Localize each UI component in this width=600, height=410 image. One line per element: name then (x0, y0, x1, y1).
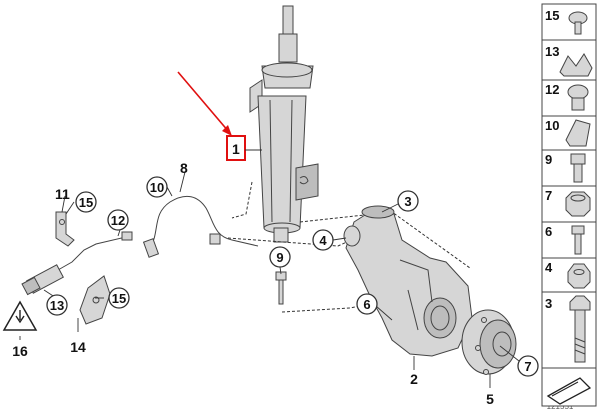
sidebar-item-3[interactable]: 3 (542, 295, 596, 369)
callout-6-label: 6 (363, 297, 370, 312)
callout-1-highlight[interactable] (226, 135, 246, 161)
callout-5-label: 5 (486, 391, 494, 407)
callout-10-label: 10 (150, 180, 164, 195)
wheel-hub (461, 309, 517, 375)
sidebar-item-label: 6 (545, 224, 552, 239)
sidebar-item-15[interactable]: 15 (542, 8, 596, 41)
callout-3-label: 3 (404, 194, 411, 209)
sensor-bolt (275, 271, 287, 305)
sidebar-item-label: 13 (545, 44, 559, 59)
hex-nut-icon (567, 263, 591, 289)
callout-16[interactable]: 16 (12, 343, 28, 359)
long-bolt-icon (569, 295, 591, 363)
guide-line-lower (281, 291, 427, 313)
callout-15-right[interactable]: 15 (108, 287, 130, 309)
sidebar-item-13[interactable]: 13 (542, 44, 596, 81)
callout-3[interactable]: 3 (397, 190, 419, 212)
callout-2-label: 2 (410, 371, 418, 387)
callout-4-label: 4 (319, 233, 327, 248)
callout-16-label: 16 (12, 343, 28, 359)
holder-bracket (79, 275, 111, 325)
callout-2[interactable]: 2 (410, 371, 418, 387)
shock-absorber-strut (249, 5, 319, 243)
sensor-connector (21, 264, 64, 296)
clip-holder-icon (567, 84, 589, 111)
callout-11[interactable]: 11 (55, 186, 70, 202)
callout-14-label: 14 (70, 339, 86, 355)
guide-line-strut (231, 181, 253, 219)
sidebar-item-label: 3 (545, 296, 552, 311)
sidebar-item-12[interactable]: 12 (542, 82, 596, 117)
bracket-clip-icon (565, 119, 591, 147)
callout-8[interactable]: 8 (180, 160, 188, 176)
sidebar-item-label: 10 (545, 118, 559, 133)
callout-5[interactable]: 5 (486, 391, 494, 407)
sidebar-item-label: 7 (545, 188, 552, 203)
callout-15-left-label: 15 (79, 195, 93, 210)
steering-knuckle (343, 205, 473, 357)
mounting-bracket (55, 211, 75, 247)
sidebar-item-9[interactable]: 9 (542, 152, 596, 187)
callout-7-label: 7 (524, 359, 531, 374)
callout-13-label: 13 (50, 298, 64, 313)
callout-15-left[interactable]: 15 (75, 191, 97, 213)
sidebar-item-label: 9 (545, 152, 552, 167)
sidebar-item-label: 12 (545, 82, 559, 97)
callout-15-right-label: 15 (112, 291, 126, 306)
callout-11-label: 11 (55, 186, 70, 202)
callout-6[interactable]: 6 (356, 293, 378, 315)
bolt-icon (571, 225, 585, 255)
sidebar-item-6[interactable]: 6 (542, 224, 596, 259)
sidebar-item-10[interactable]: 10 (542, 118, 596, 151)
callout-4[interactable]: 4 (312, 229, 334, 251)
brake-wear-sensor-cable (57, 195, 259, 271)
callout-13[interactable]: 13 (46, 294, 68, 316)
callout-8-label: 8 (180, 160, 188, 176)
callout-10[interactable]: 10 (146, 176, 168, 198)
callout-7[interactable]: 7 (517, 355, 539, 377)
callout-9-label: 9 (276, 250, 283, 265)
collar-nut-icon (565, 191, 591, 217)
warning-triangle-icon (2, 300, 38, 331)
parts-sidebar: 15 13 12 10 (541, 3, 597, 407)
bolt-cap-icon (568, 11, 588, 35)
callout-12-label: 12 (111, 213, 125, 228)
short-bolt-icon (570, 153, 586, 183)
sidebar-item-label: 4 (545, 260, 553, 275)
red-pointer-arrow (177, 71, 232, 136)
callout-14[interactable]: 14 (70, 339, 86, 355)
callout-1-label: 1 (232, 141, 240, 157)
sidebar-item-label: 15 (545, 8, 559, 23)
guide-line-middle (227, 235, 361, 247)
callout-12[interactable]: 12 (107, 209, 129, 231)
direction-arrow-icon[interactable] (546, 377, 592, 405)
sidebar-item-4[interactable]: 4 (542, 260, 596, 293)
cable-clip-icon (559, 53, 593, 77)
sidebar-item-7[interactable]: 7 (542, 188, 596, 223)
callout-9[interactable]: 9 (269, 246, 291, 268)
